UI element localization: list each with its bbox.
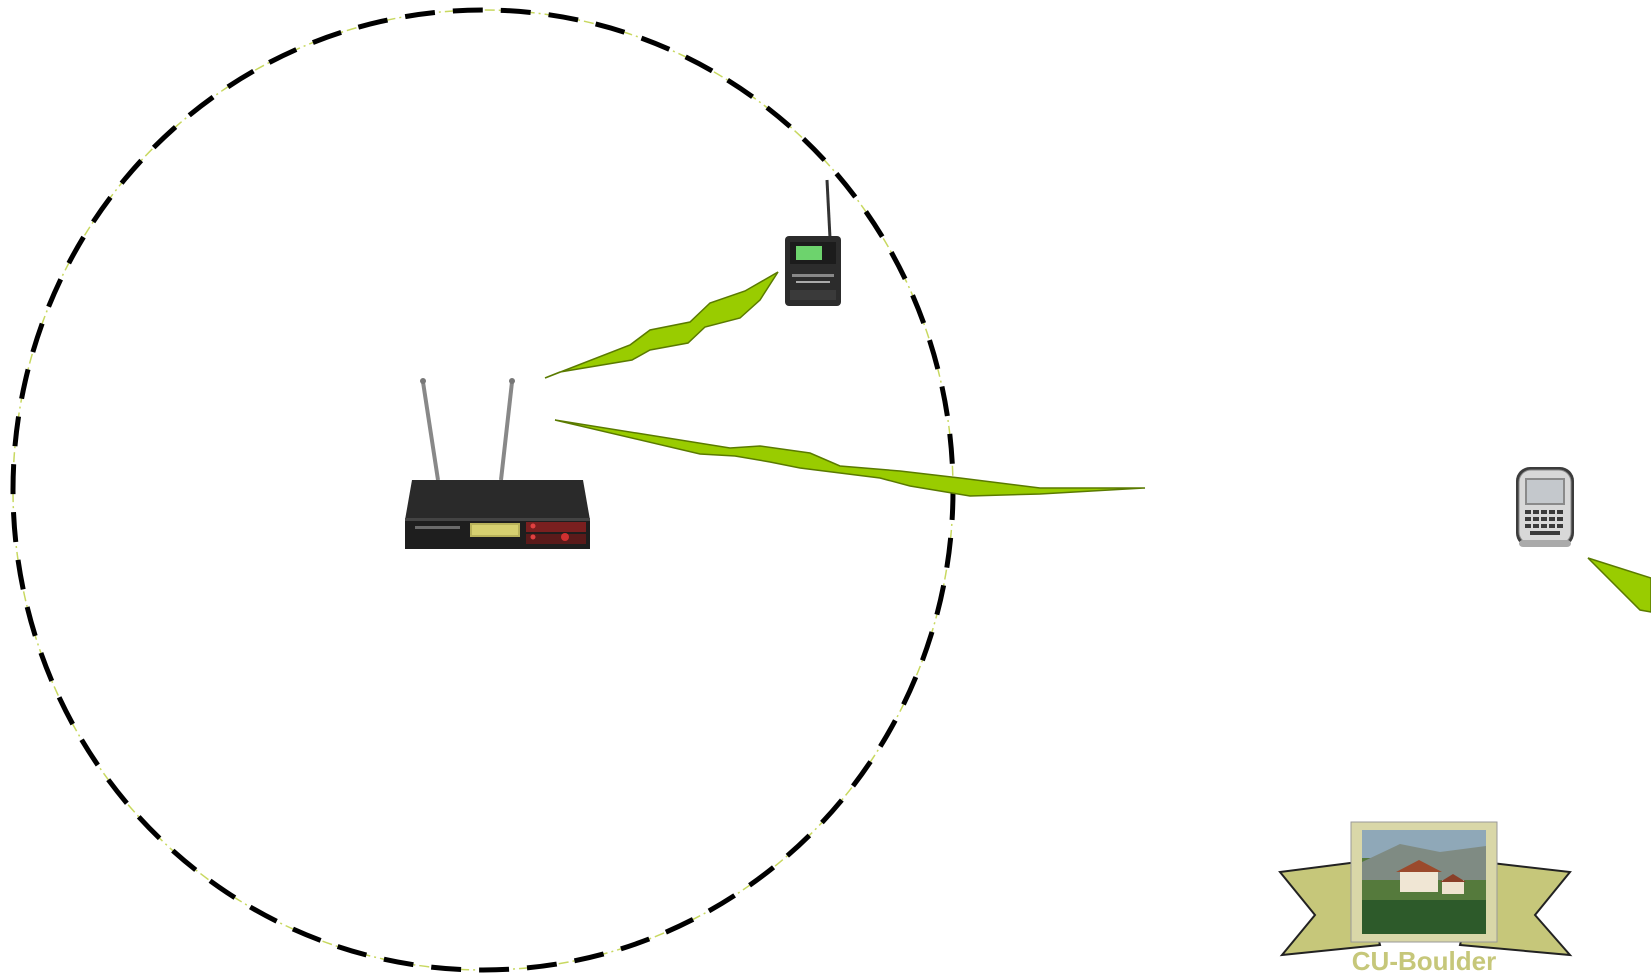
receiver-icon xyxy=(405,378,590,549)
wireless-link-to-range-edge xyxy=(555,420,1145,496)
badge-label: CU-Boulder xyxy=(1352,946,1496,976)
wireless-link-from-smartphone xyxy=(1588,558,1651,612)
cu-boulder-badge: CU-Boulder xyxy=(1280,822,1570,976)
bodypack-icon xyxy=(785,180,841,306)
wireless-link-to-bodypack xyxy=(545,272,778,378)
blackberry-phone-icon xyxy=(1516,467,1574,547)
